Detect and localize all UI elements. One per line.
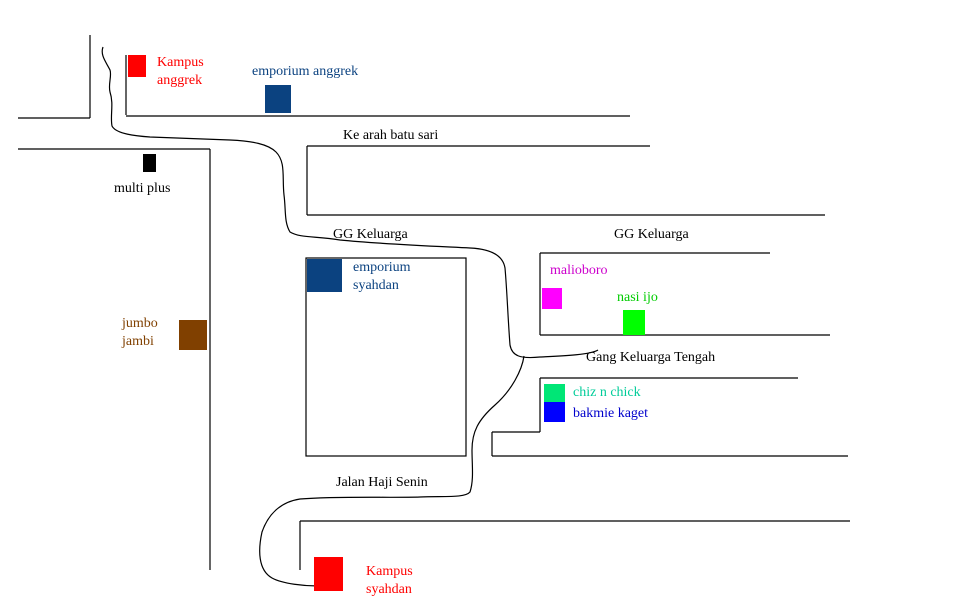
bakmie-kaget-marker [544,402,565,422]
route-path [101,46,599,587]
jumbo-jambi-line2: jambi [122,334,154,349]
emporium-syahdan-line1: emporium [353,260,411,275]
kampus-syahdan-marker [314,557,343,591]
multi-plus-label: multi plus [114,181,171,196]
chiz-n-chick-marker [544,384,565,402]
emporium-anggrek-marker [265,85,291,113]
kampus-syahdan-line2: syahdan [366,582,412,597]
nasi-ijo-marker [623,310,645,335]
street-ke-arah-batu-sari: Ke arah batu sari [343,128,439,143]
kampus-syahdan-label: Kampus syahdan [366,563,413,599]
nasi-ijo-label: nasi ijo [617,290,658,305]
kampus-anggrek-line1: Kampus [157,55,204,70]
street-jalan-haji-senin: Jalan Haji Senin [336,475,428,490]
bakmie-kaget-label: bakmie kaget [573,406,649,421]
jumbo-jambi-line1: jumbo [122,316,158,331]
kampus-anggrek-label: Kampus anggrek [157,54,204,90]
chiz-n-chick-label: chiz n chick [573,385,641,400]
jumbo-jambi-marker [179,320,207,350]
multi-plus-marker [143,154,156,172]
emporium-anggrek-label: emporium anggrek [252,64,359,79]
street-gang-keluarga-tengah: Gang Keluarga Tengah [586,350,716,365]
emporium-syahdan-marker [307,259,342,292]
kampus-anggrek-marker [128,55,146,77]
emporium-syahdan-label: emporium syahdan [353,259,411,295]
street-gg-keluarga-2: GG Keluarga [614,227,689,242]
kampus-anggrek-line2: anggrek [157,73,203,88]
block-emporium-syahdan [305,257,467,457]
malioboro-label: malioboro [550,263,608,278]
malioboro-marker [542,288,562,309]
emporium-syahdan-line2: syahdan [353,278,399,293]
kampus-syahdan-line1: Kampus [366,564,413,579]
street-gg-keluarga-1: GG Keluarga [333,227,408,242]
jumbo-jambi-label: jumbo jambi [122,315,158,351]
